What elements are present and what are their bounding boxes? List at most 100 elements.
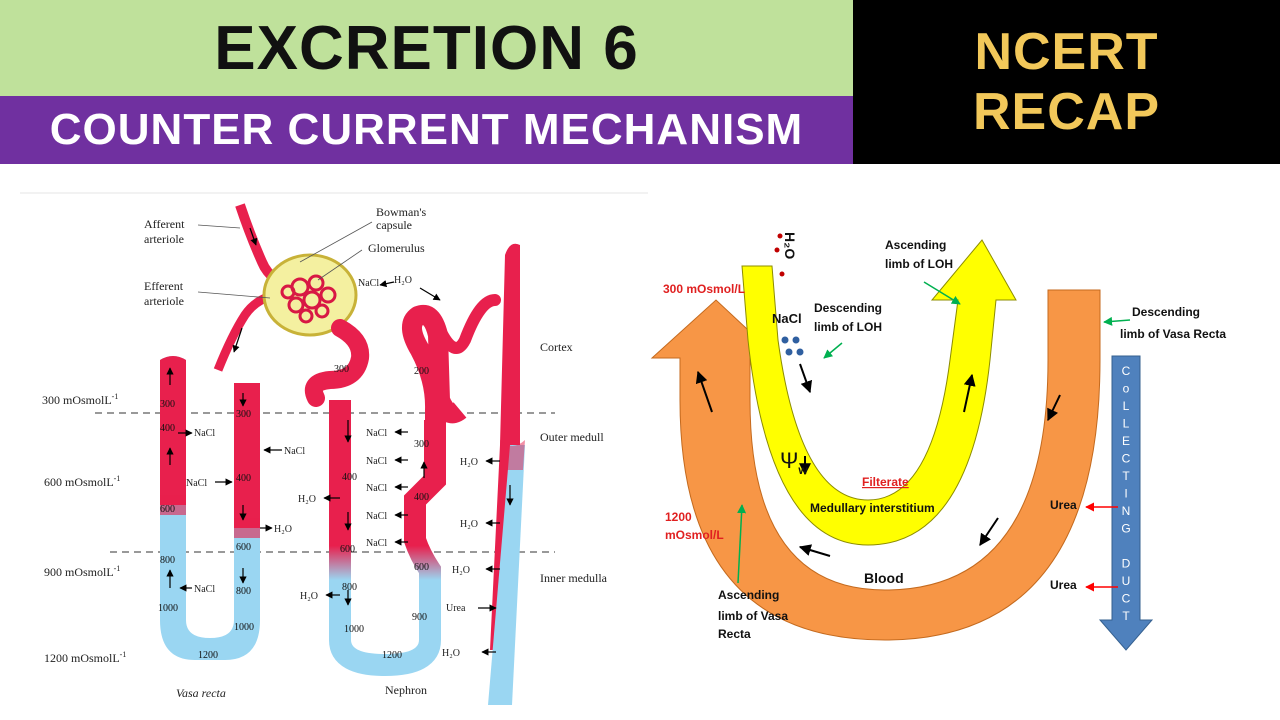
nephron-value: 400 <box>414 492 429 503</box>
nacl-label: NaCl <box>194 428 215 439</box>
duct-letter: E <box>1122 434 1130 448</box>
filtrate-label: Filterate <box>862 475 909 489</box>
proximal-tubule <box>304 319 370 407</box>
duct-letter: D <box>1122 557 1131 571</box>
nacl-label: NaCl <box>366 511 387 522</box>
h2o-label: H₂O <box>460 519 478 530</box>
bowmans-label-1: Bowman's <box>376 205 426 219</box>
bowmans-label-2: capsule <box>376 218 412 232</box>
nacl-label: NaCl <box>284 446 305 457</box>
osm-1200-label-right-2: mOsmol/L <box>665 528 724 542</box>
water-drops <box>774 233 785 277</box>
nephron-value: 1000 <box>344 624 364 635</box>
h2o-label: H₂O <box>460 457 478 468</box>
nephron-value: 800 <box>342 582 357 593</box>
page-subtitle: COUNTER CURRENT MECHANISM <box>49 105 804 154</box>
ascending-vasa-label-3: Recta <box>718 627 751 641</box>
vasa-value: 300 <box>236 409 251 420</box>
outer-medulla-label: Outer medull <box>540 430 604 444</box>
collecting-duct-arrow <box>1098 355 1154 651</box>
nephron-value: 900 <box>412 612 427 623</box>
efferent-label-1: Efferent <box>144 279 184 293</box>
glomerulus <box>280 274 337 324</box>
medullary-interstitium-label: Medullary interstitium <box>810 501 935 515</box>
urea-label-right: Urea <box>1050 578 1077 592</box>
h2o-label: H₂O <box>274 524 292 535</box>
descending-loh-label-1: Descending <box>814 301 882 315</box>
nacl-label: NaCl <box>366 428 387 439</box>
osm-300-label: 300 mOsmolL-1 <box>42 392 118 407</box>
nephron-value: 400 <box>342 472 357 483</box>
cortex-label: Cortex <box>540 340 573 354</box>
nephron-value: 200 <box>414 366 429 377</box>
nephron-vasa-diagram: Afferent arteriole Efferent arteriole Bo… <box>20 192 648 705</box>
vasa-recta-label: Vasa recta <box>176 686 226 700</box>
nacl-dots <box>781 336 804 356</box>
diagram-svg: Afferent arteriole Efferent arteriole Bo… <box>20 192 1226 705</box>
page-title: EXCRETION 6 <box>214 13 639 83</box>
descending-vasa-label-2: limb of Vasa Recta <box>1120 327 1226 341</box>
nacl-label: NaCl <box>194 584 215 595</box>
h2o-label: H₂O <box>298 494 316 505</box>
glomerulus-label: Glomerulus <box>368 241 425 255</box>
duct-letter: I <box>1124 487 1127 501</box>
badge-line-2: RECAP <box>972 83 1161 141</box>
water-potential-symbol: Ψw <box>780 448 808 477</box>
loop-of-henle-band <box>741 239 1017 546</box>
descending-loh-label-2: limb of LOH <box>814 320 882 334</box>
vasa-value: 600 <box>160 504 175 515</box>
ascending-vasa-label-1: Ascending <box>718 588 779 602</box>
osm-600-label: 600 mOsmolL-1 <box>44 474 120 489</box>
afferent-label-2: arteriole <box>144 232 184 246</box>
efferent-label-2: arteriole <box>144 294 184 308</box>
vasa-value: 1000 <box>234 622 254 633</box>
duct-letter: G <box>1121 522 1130 536</box>
badge-line-1: NCERT <box>974 23 1159 81</box>
urea-label-right: Urea <box>1050 498 1077 512</box>
afferent-label-1: Afferent <box>144 217 185 231</box>
duct-letter: L <box>1123 399 1130 413</box>
blood-label: Blood <box>864 570 904 586</box>
h2o-label: H₂O <box>452 565 470 576</box>
h2o-vertical-label: H₂O <box>782 232 798 259</box>
nephron-value: 300 <box>414 439 429 450</box>
duct-letter: T <box>1122 469 1130 483</box>
counter-current-diagram: H₂O 300 mOsmol/L NaCl Descending limb of… <box>650 232 1226 651</box>
vasa-value: 800 <box>160 555 175 566</box>
nacl-label: NaCl <box>366 483 387 494</box>
h2o-label: H₂O <box>394 275 412 286</box>
ascending-loh-label-1: Ascending <box>885 238 946 252</box>
duct-letter: C <box>1122 364 1131 378</box>
osm-1200-label-right-1: 1200 <box>665 510 692 524</box>
nephron-value: 600 <box>414 562 429 573</box>
vasa-recta-band <box>650 289 1101 641</box>
distal-tubule <box>434 294 501 354</box>
title-banner: EXCRETION 6 <box>0 0 853 96</box>
nacl-label: NaCl <box>366 538 387 549</box>
duct-letter: U <box>1122 574 1131 588</box>
vasa-value: 600 <box>236 542 251 553</box>
inner-medulla-label: Inner medulla <box>540 571 608 585</box>
nacl-label: NaCl <box>186 478 207 489</box>
nacl-label: NaCl <box>366 456 387 467</box>
ascending-limb <box>402 304 467 470</box>
ascending-loh-label-2: limb of LOH <box>885 257 953 271</box>
nephron-value: 600 <box>340 544 355 555</box>
duct-letter: C <box>1122 592 1131 606</box>
subtitle-banner: COUNTER CURRENT MECHANISM <box>0 96 853 164</box>
ncert-recap-badge: NCERT RECAP <box>853 0 1280 164</box>
vasa-value: 400 <box>160 423 175 434</box>
h2o-label: H₂O <box>442 648 460 659</box>
osm-300-label-right: 300 mOsmol/L <box>663 282 745 296</box>
osm-900-label: 900 mOsmolL-1 <box>44 564 120 579</box>
urea-label: Urea <box>446 603 466 614</box>
duct-letter: o <box>1123 382 1130 396</box>
h2o-label: H₂O <box>300 591 318 602</box>
descending-vasa-label-1: Descending <box>1132 305 1200 319</box>
vasa-value: 400 <box>236 473 251 484</box>
duct-letter: T <box>1122 609 1130 623</box>
diagram-area: Afferent arteriole Efferent arteriole Bo… <box>0 164 1280 720</box>
afferent-arteriole <box>235 203 280 284</box>
duct-letter: N <box>1122 504 1131 518</box>
